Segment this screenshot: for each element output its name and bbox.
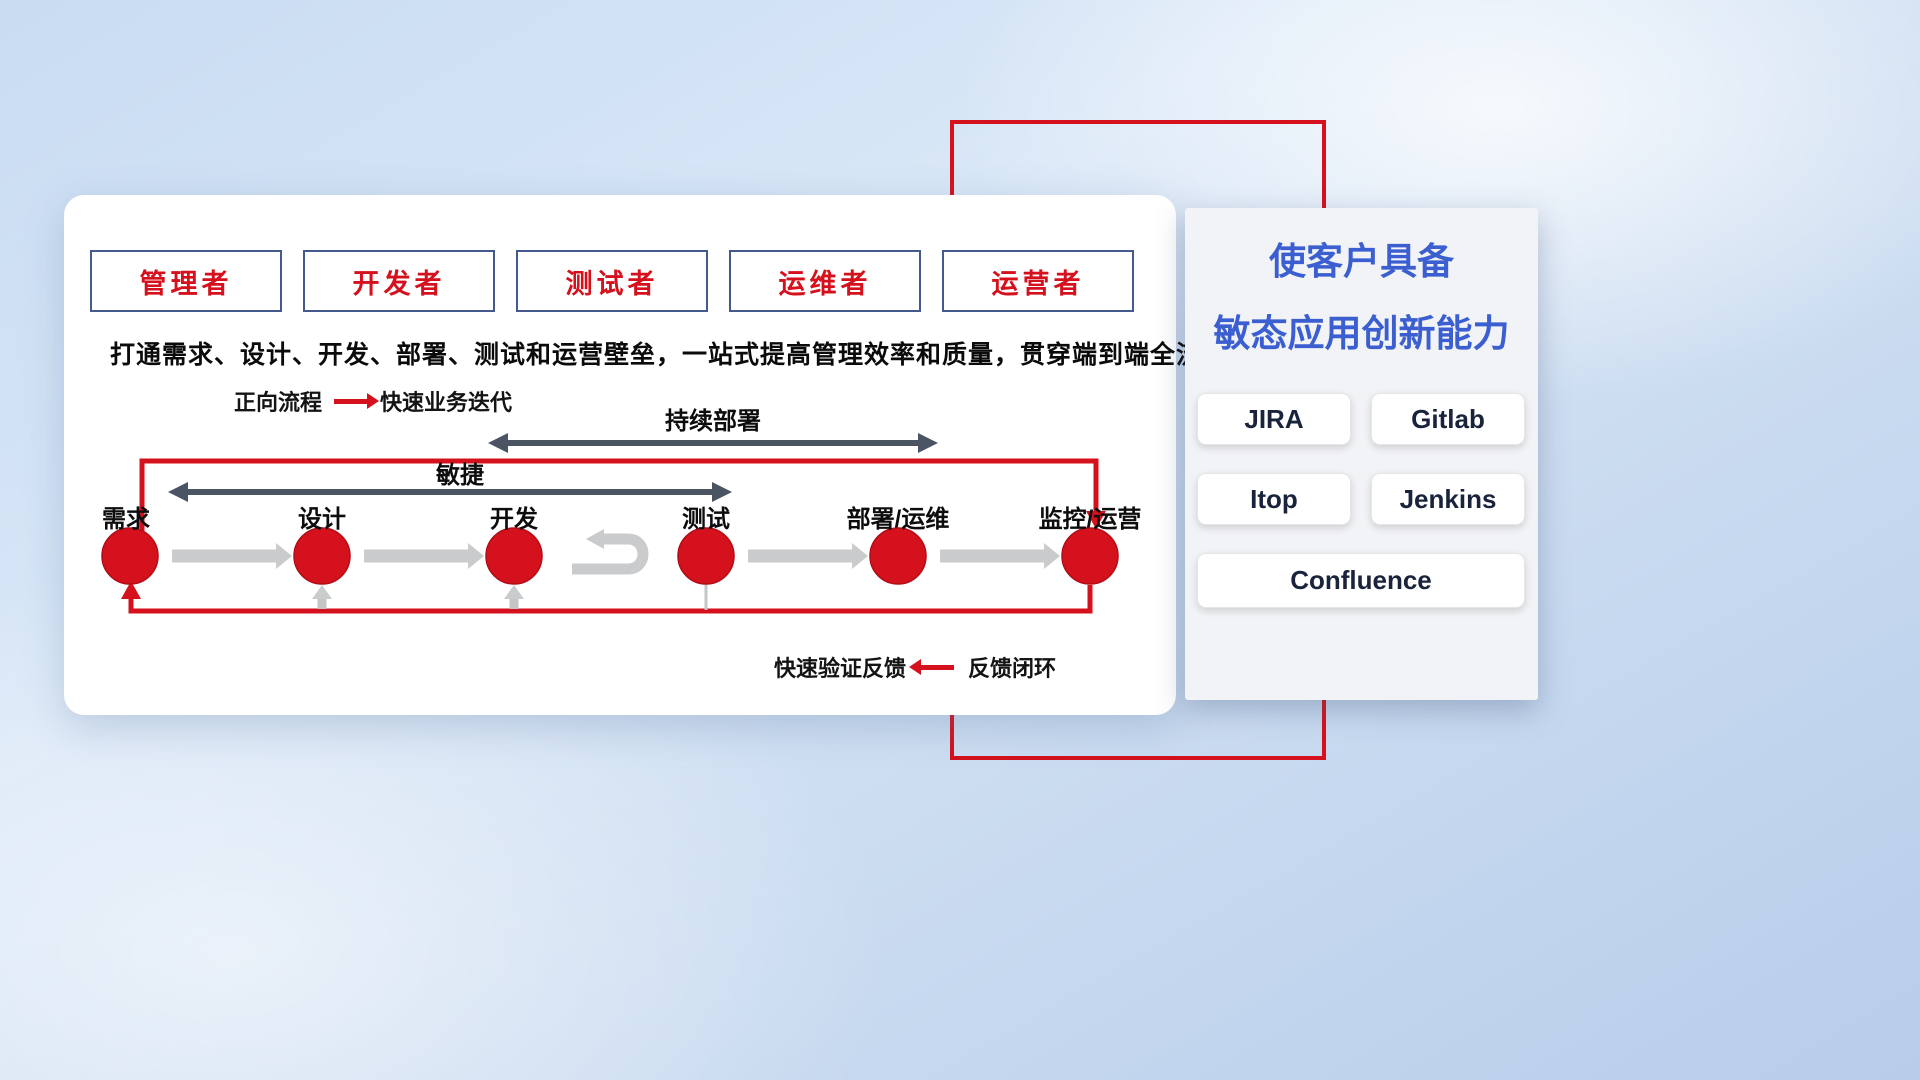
role-boxes-row: 管理者 开发者 测试者 运维者 运营者 xyxy=(90,250,1134,312)
forward-loop-arrowhead-icon xyxy=(1086,511,1106,529)
role-box-developer: 开发者 xyxy=(303,250,495,312)
tool-gitlab: Gitlab xyxy=(1371,393,1525,445)
legend-forward: 正向流程 快速业务迭代 xyxy=(234,385,512,417)
flow-diagram: 持续部署 敏捷 xyxy=(101,407,1141,614)
subtitle: 打通需求、设计、开发、部署、测试和运营壁垒，一站式提高管理效率和质量，贯穿端到端… xyxy=(110,341,1229,369)
legend-forward-label: 正向流程 xyxy=(234,390,323,415)
agile-right-arrowhead-icon xyxy=(712,482,732,502)
role-label-manager: 管理者 xyxy=(139,268,233,299)
node-test xyxy=(677,527,735,585)
node-label-deploy-ops: 部署/运维 xyxy=(847,505,950,533)
iteration-loop-arrowhead-icon xyxy=(586,529,604,549)
tool-jira: JIRA xyxy=(1197,393,1351,445)
continuous-deploy-right-arrowhead-icon xyxy=(918,433,938,453)
legend-feedback: 快速验证反馈 反馈闭环 xyxy=(774,651,1056,683)
tool-confluence: Confluence xyxy=(1197,553,1525,608)
panel-title-line2: 敏态应用创新能力 xyxy=(1213,313,1510,355)
node-label-test: 测试 xyxy=(682,506,730,533)
devops-flow-card: 管理者 开发者 测试者 运维者 运营者 打通需求、设计、开发、部署、测试和运营壁… xyxy=(64,195,1229,715)
node-monitor-ops xyxy=(1061,527,1119,585)
node-label-design: 设计 xyxy=(298,506,346,533)
node-design xyxy=(293,527,351,585)
legend-forward-desc: 快速业务迭代 xyxy=(380,390,513,415)
develop-up-arrowhead-icon xyxy=(504,585,524,599)
iteration-loop-icon xyxy=(572,529,649,575)
node-develop xyxy=(485,527,543,585)
forward-arrow-icon xyxy=(334,392,380,409)
connector-5-arrowhead-icon xyxy=(1044,543,1060,569)
continuous-deploy-label: 持续部署 xyxy=(665,407,761,435)
panel-title-line1: 使客户具备 xyxy=(1269,241,1454,282)
forward-loop-arrow xyxy=(139,458,1106,531)
agile-span-arrow xyxy=(168,482,732,502)
tool-jenkins: Jenkins xyxy=(1371,473,1525,525)
connector-1-arrowhead-icon xyxy=(276,543,292,569)
role-label-developer: 开发者 xyxy=(352,268,446,299)
role-label-operator: 运营者 xyxy=(991,268,1085,299)
feedback-arrow-icon xyxy=(909,658,955,675)
node-label-develop: 开发 xyxy=(490,505,538,533)
feedback-loop-line xyxy=(128,585,1093,614)
node-label-requirements: 需求 xyxy=(102,506,150,533)
continuous-deploy-left-arrowhead-icon xyxy=(488,433,508,453)
agile-label: 敏捷 xyxy=(435,462,484,489)
tool-itop: Itop xyxy=(1197,473,1351,525)
panel-title: 使客户具备 敏态应用创新能力 xyxy=(1185,240,1538,357)
role-box-operator: 运营者 xyxy=(942,250,1134,312)
role-label-ops: 运维者 xyxy=(778,268,872,299)
role-label-tester: 测试者 xyxy=(565,268,659,299)
design-up-arrowhead-icon xyxy=(312,585,332,599)
role-box-tester: 测试者 xyxy=(516,250,708,312)
forward-loop-line xyxy=(139,458,1099,531)
legend-feedback-label: 快速验证反馈 xyxy=(774,656,907,681)
role-box-manager: 管理者 xyxy=(90,250,282,312)
iteration-loop-path xyxy=(572,533,649,575)
node-deploy-ops xyxy=(869,527,927,585)
legend-feedback-desc: 反馈闭环 xyxy=(968,656,1057,681)
node-label-monitor-ops: 监控/运营 xyxy=(1039,505,1142,533)
capability-panel: 使客户具备 敏态应用创新能力 JIRA Gitlab Itop Jenkins … xyxy=(1185,208,1538,700)
flow-node-labels: 需求 设计 开发 测试 部署/运维 监控/运营 xyxy=(102,505,1141,533)
connector-2-arrowhead-icon xyxy=(468,543,484,569)
agile-left-arrowhead-icon xyxy=(168,482,188,502)
feedback-up-arrows xyxy=(312,583,708,610)
feedback-loop-arrow xyxy=(121,581,1093,614)
node-requirements xyxy=(101,527,159,585)
continuous-deploy-span-arrow xyxy=(488,433,938,453)
step-connector-arrows xyxy=(172,543,1060,569)
flow-nodes xyxy=(101,527,1119,585)
tools-grid: JIRA Gitlab Itop Jenkins Confluence xyxy=(1197,393,1525,608)
connector-4-arrowhead-icon xyxy=(852,543,868,569)
role-box-ops: 运维者 xyxy=(729,250,921,312)
feedback-loop-arrowhead-icon xyxy=(121,581,141,599)
